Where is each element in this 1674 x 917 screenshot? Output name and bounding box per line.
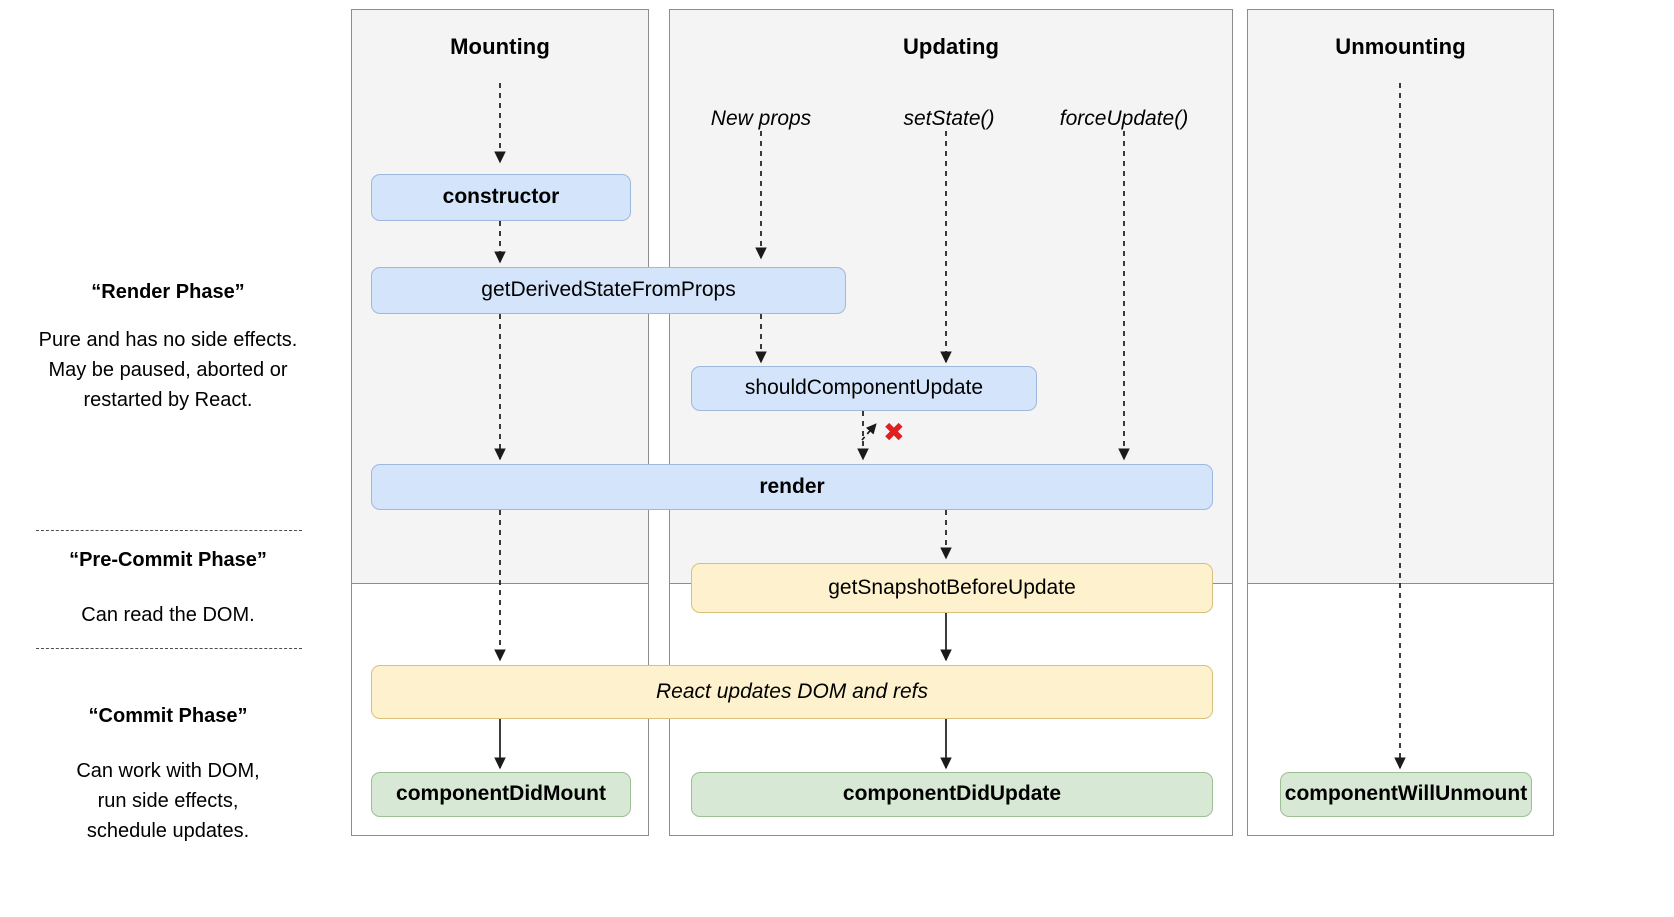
- node-render[interactable]: render: [371, 464, 1213, 510]
- trigger-new-props: New props: [710, 107, 812, 130]
- node-should-component-update[interactable]: shouldComponentUpdate: [691, 366, 1037, 411]
- phase-body-render: Pure and has no side effects. May be pau…: [38, 329, 298, 411]
- phase-body-commit: Can work with DOM, run side effects, sch…: [76, 760, 260, 842]
- phase-title-render: “Render Phase”: [91, 281, 245, 303]
- legend-divider-bottom: [36, 648, 302, 649]
- column-title-mounting: Mounting: [450, 34, 550, 59]
- node-get-snapshot-before-update[interactable]: getSnapshotBeforeUpdate: [691, 563, 1213, 613]
- phase-body-pre-commit: Can read the DOM.: [81, 604, 255, 626]
- node-component-will-unmount[interactable]: componentWillUnmount: [1280, 772, 1532, 817]
- skip-render-x-icon: ✖: [883, 418, 905, 448]
- legend-divider-top: [36, 530, 302, 531]
- node-constructor[interactable]: constructor: [371, 174, 631, 221]
- trigger-set-state: setState(): [903, 107, 995, 130]
- phase-title-commit: “Commit Phase”: [88, 705, 248, 727]
- node-component-did-mount[interactable]: componentDidMount: [371, 772, 631, 817]
- node-component-did-update[interactable]: componentDidUpdate: [691, 772, 1213, 817]
- column-title-updating: Updating: [902, 34, 1000, 59]
- column-title-unmounting: Unmounting: [1335, 34, 1466, 59]
- panel-unmounting-render-phase: [1247, 9, 1554, 584]
- node-react-updates-dom-and-refs[interactable]: React updates DOM and refs: [371, 665, 1213, 719]
- phase-title-pre-commit: “Pre-Commit Phase”: [69, 549, 267, 571]
- node-get-derived-state-from-props[interactable]: getDerivedStateFromProps: [371, 267, 846, 314]
- trigger-force-update: forceUpdate(): [1059, 107, 1189, 130]
